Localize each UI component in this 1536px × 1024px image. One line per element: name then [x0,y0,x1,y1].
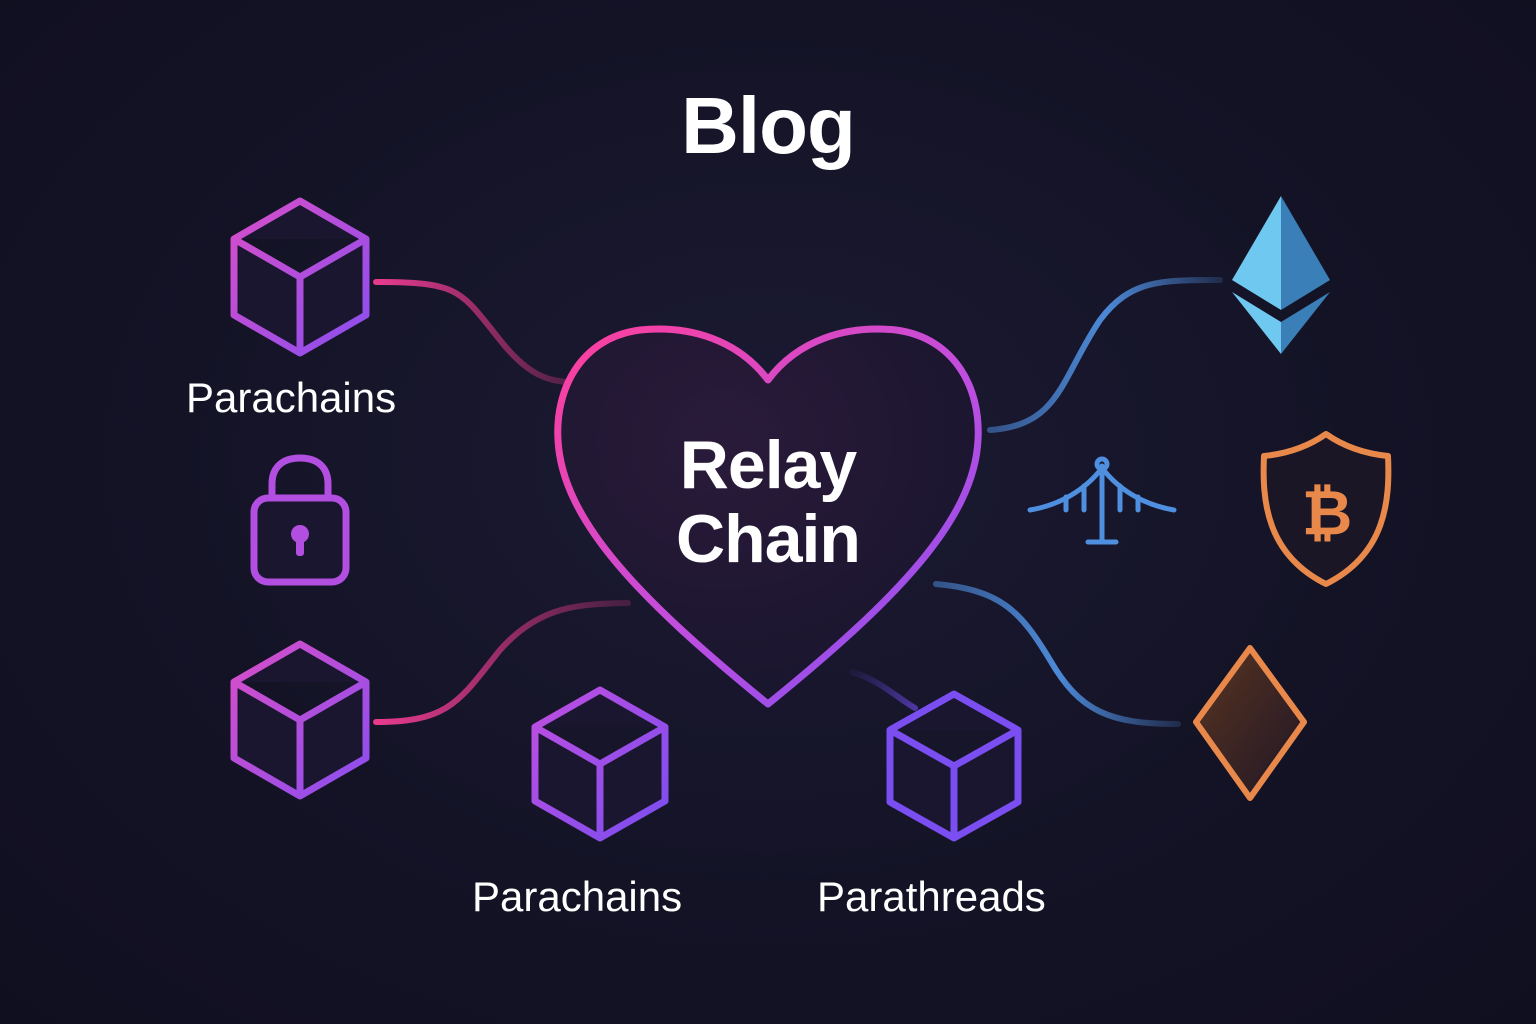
bitcoin-shield-icon: ₿ [1260,431,1392,587]
connector-parathreads [849,669,918,711]
parathreads-label: Parathreads [817,873,1046,920]
cube-icon [886,690,1022,842]
cube-icon [230,640,370,800]
parachains-label-left: Parachains [186,374,397,421]
connector-top-left [373,279,569,385]
relay-chain-label-line1: Relay [679,427,857,503]
relay-chain-heart [554,325,982,708]
connector-bottom-left [373,600,631,725]
bitcoin-symbol: ₿ [1302,479,1353,548]
connector-ethereum [987,277,1223,433]
diamond-icon [1193,645,1307,801]
relay-chain-label-line2: Chain [676,501,861,577]
connector-diamond [933,581,1181,727]
relay-chain-label: Relay Chain [618,428,918,576]
page-title: Blog [681,81,856,170]
cube-icon [230,197,370,357]
bridge-icon [1027,456,1177,545]
parachains-label-bottom: Parachains [472,873,683,920]
ethereum-diamond-icon [1232,196,1330,354]
cube-icon [531,686,669,842]
padlock-icon [250,454,350,586]
